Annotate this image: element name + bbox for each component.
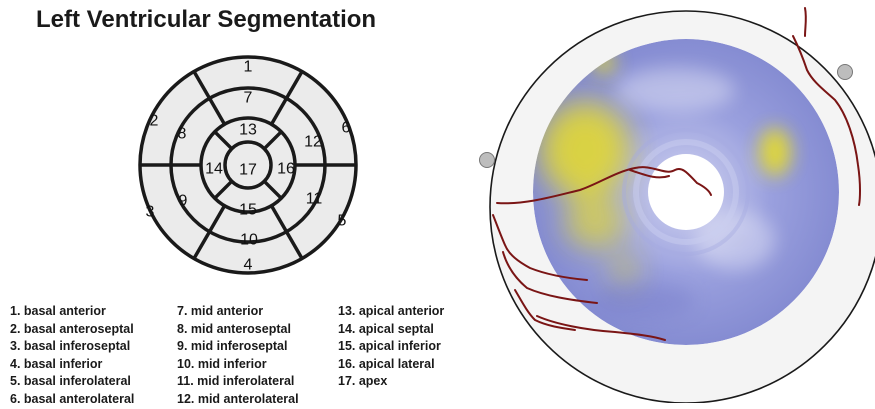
- legend-item: 5. basal inferolateral: [10, 374, 131, 389]
- legend-item: 11. mid inferolateral: [177, 374, 295, 389]
- legend-item: 7. mid anterior: [177, 304, 264, 318]
- divider-line: [263, 180, 283, 200]
- legend-item: 16. apical lateral: [338, 356, 435, 371]
- vessel-path: [536, 315, 666, 341]
- vessel-path: [502, 251, 598, 304]
- segment-label-7: 7: [244, 90, 253, 107]
- legend-item: 3. basal inferoseptal: [10, 339, 131, 354]
- segment-label-9: 9: [179, 193, 188, 210]
- diagram-title: Left Ventricular Segmentation: [36, 6, 377, 33]
- divider-line: [213, 180, 233, 200]
- segment-label-6: 6: [342, 120, 351, 137]
- segment-label-11: 11: [306, 191, 323, 208]
- vessel-path: [492, 214, 588, 281]
- divider-line: [192, 230, 212, 260]
- marker-dot: [837, 64, 853, 80]
- legend-item: 17. apex: [338, 374, 388, 389]
- segment-label-2: 2: [150, 113, 159, 130]
- legend-item: 6. basal anterolateral: [10, 391, 135, 406]
- legend-item: 8. mid anteroseptal: [177, 321, 291, 336]
- segment-label-17: 17: [239, 162, 257, 179]
- segment-label-13: 13: [239, 122, 257, 139]
- coronary-vessels: [492, 7, 861, 341]
- divider-line: [192, 70, 212, 100]
- segment-label-16: 16: [277, 161, 295, 178]
- segment-label-14: 14: [205, 161, 223, 178]
- polar-map: [479, 7, 875, 403]
- vessel-path: [629, 169, 670, 179]
- legend-item: 14. apical septal: [338, 321, 434, 336]
- segment-label-12: 12: [304, 134, 322, 151]
- divider-line: [207, 97, 227, 126]
- segment-label-15: 15: [239, 202, 257, 219]
- segment-label-4: 4: [244, 257, 253, 274]
- segment-label-5: 5: [338, 213, 347, 230]
- marker-dot: [479, 152, 495, 168]
- divider-line: [207, 204, 227, 233]
- segment-label-8: 8: [178, 126, 187, 143]
- segment-label-10: 10: [240, 232, 258, 249]
- divider-line: [269, 204, 289, 233]
- legend-column-basal: 1. basal anterior 2. basal anteroseptal …: [10, 303, 134, 409]
- legend-item: 4. basal inferior: [10, 356, 103, 371]
- legend-column-apical: 13. apical anterior 14. apical septal 15…: [338, 303, 444, 391]
- segment-label-1: 1: [244, 59, 253, 76]
- legend-column-mid: 7. mid anterior 8. mid anteroseptal 9. m…: [177, 303, 299, 409]
- apex-circle: [223, 140, 273, 190]
- legend-item: 1. basal anterior: [10, 304, 106, 318]
- vessel-path: [792, 35, 861, 206]
- divider-line: [284, 70, 304, 100]
- bullseye-diagram: 1 2 3 4 5 6 7 8 9 10 11 12 13 14 15 16 1…: [138, 55, 358, 275]
- segment-label-3: 3: [146, 204, 155, 221]
- vessel-path: [804, 7, 807, 37]
- divider-line: [269, 97, 289, 126]
- divider-line: [284, 230, 304, 260]
- legend-item: 2. basal anteroseptal: [10, 321, 134, 336]
- vessel-path: [496, 166, 712, 205]
- legend-item: 15. apical inferior: [338, 339, 441, 354]
- legend-item: 9. mid inferoseptal: [177, 339, 288, 354]
- legend-item: 12. mid anterolateral: [177, 391, 299, 406]
- center-hole: [648, 154, 724, 230]
- divider-line: [213, 130, 233, 150]
- divider-line: [263, 130, 283, 150]
- legend-item: 10. mid inferior: [177, 356, 267, 371]
- legend-item: 13. apical anterior: [338, 304, 445, 318]
- vessel-path: [514, 289, 576, 331]
